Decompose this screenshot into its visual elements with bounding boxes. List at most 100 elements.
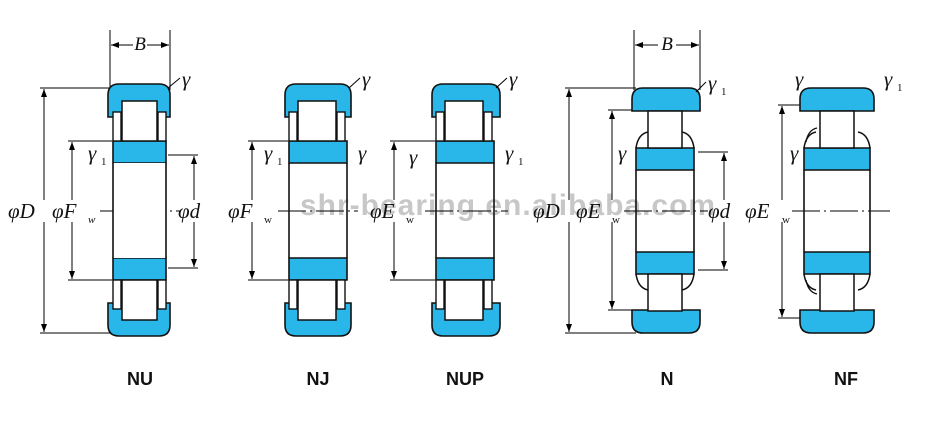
nup-inner-ring-top — [435, 140, 495, 164]
n-dimension-phiD: φD — [533, 87, 636, 334]
nup-flange-bottom-right — [483, 279, 493, 310]
n-fillet-bottom-left — [635, 273, 649, 291]
nf-label-phiEw-sub: w — [782, 214, 790, 226]
nf-outer-ring-bottom — [799, 309, 875, 334]
nf-label-phiEw: φE — [745, 199, 770, 223]
nu-roller-bottom — [121, 279, 158, 321]
n-outer-ring-bottom — [631, 309, 701, 334]
n-label-B: B — [661, 34, 673, 55]
n-label-r1-sub: 1 — [721, 86, 727, 98]
nf-label-r1-sub: 1 — [897, 82, 903, 94]
n-leader-r1 — [695, 81, 707, 93]
nup-label-r-left: γ — [409, 145, 418, 169]
nu-flange-bottom-right — [157, 279, 167, 310]
nf-label-r-mid: γ — [790, 141, 799, 165]
n-fillet-bottom-right — [681, 273, 695, 291]
nf-inner-ring-top — [803, 147, 871, 171]
nj-flange-bottom-left — [288, 279, 298, 310]
nu-label-B: B — [134, 34, 146, 55]
nj-flange-bottom-right — [336, 279, 346, 310]
nf-fillet-top-left — [803, 131, 817, 149]
n-label-r1: γ — [708, 71, 717, 95]
nu-leader-r — [167, 77, 181, 89]
nf-label-r1: γ — [884, 67, 893, 91]
n-inner-ring-bottom — [635, 251, 695, 275]
bearing-name-n: N — [661, 369, 674, 389]
bearing-n: B φD φE w φd — [533, 30, 731, 389]
nf-fillet-top-right — [857, 131, 871, 149]
n-dimension-phid: φd — [698, 151, 731, 271]
bearing-nup: φE w γ γ 1 γ NUP — [370, 67, 524, 389]
nup-flange-top-left — [435, 111, 445, 142]
nu-inner-ring-bottom — [112, 257, 167, 281]
bearing-name-nf: NF — [834, 369, 858, 389]
nj-label-phiFw-sub: w — [264, 214, 272, 226]
nu-label-phiD: φD — [8, 199, 35, 223]
n-label-r: γ — [618, 141, 627, 165]
nj-leader-r — [348, 77, 361, 89]
n-roller-bottom — [647, 273, 683, 312]
nu-label-phiFw-sub: w — [88, 214, 96, 226]
n-label-phiEw: φE — [576, 199, 601, 223]
nu-inner-ring-body — [113, 163, 166, 258]
watermark-text: shr-bearing.en.alibaba.com — [300, 189, 716, 222]
nj-inner-ring-top — [288, 140, 348, 164]
nu-label-r: γ — [182, 67, 191, 91]
nf-roller-top — [819, 110, 855, 149]
nj-roller-top — [297, 100, 337, 142]
nup-label-phiEw: φE — [370, 199, 395, 223]
nup-label-phiEw-sub: w — [406, 214, 414, 226]
n-outer-ring-top — [631, 87, 701, 112]
nu-flange-top-left — [112, 111, 122, 142]
nu-dimension-phiFw: φF w — [52, 140, 112, 281]
nj-roller-bottom — [297, 279, 337, 321]
nu-label-phid: φd — [178, 199, 201, 223]
nup-label-r1-sub: 1 — [518, 156, 524, 168]
n-label-phiEw-sub: w — [612, 214, 620, 226]
nj-label-r1-sub: 1 — [277, 156, 283, 168]
nu-flange-top-right — [157, 111, 167, 142]
nj-flange-top-right — [336, 111, 346, 142]
nup-roller-bottom — [444, 279, 484, 321]
nf-fillet-bottom-left — [803, 273, 817, 291]
nu-dimension-B: B — [109, 30, 171, 90]
nf-dimension-phiEw: φE w — [745, 104, 804, 319]
nf-fillet-bottom-right — [857, 273, 871, 291]
nj-inner-ring-bottom — [288, 257, 348, 281]
nup-flange-bottom-left — [435, 279, 445, 310]
nj-label-phiFw: φF — [228, 199, 253, 223]
bearing-name-nj: NJ — [306, 369, 329, 389]
nup-label-r1: γ — [505, 141, 514, 165]
bearing-nf: φE w γ γ 1 γ NF — [745, 67, 903, 389]
nf-outer-ring-top — [799, 87, 875, 112]
nu-inner-ring-top — [112, 140, 167, 164]
nu-label-phiFw: φF — [52, 199, 77, 223]
bearing-name-nup: NUP — [446, 369, 484, 389]
n-roller-top — [647, 110, 683, 149]
n-dimension-B: B — [633, 30, 701, 90]
nj-label-r1: γ — [264, 141, 273, 165]
n-fillet-top-left — [635, 131, 649, 149]
bearing-nj: φF w γ γ γ 1 NJ — [228, 67, 371, 389]
nup-inner-ring-bottom — [435, 257, 495, 281]
nup-flange-top-right — [483, 111, 493, 142]
nf-roller-bottom — [819, 273, 855, 312]
n-label-phiD: φD — [533, 199, 560, 223]
n-label-phid: φd — [708, 199, 731, 223]
bearing-name-nu: NU — [127, 369, 153, 389]
nu-flange-bottom-left — [112, 279, 122, 310]
nj-dimension-phiFw: φF w — [228, 140, 288, 281]
nup-leader-r — [495, 77, 508, 89]
n-inner-ring-top — [635, 147, 695, 171]
n-dimension-phiEw: φE w — [576, 109, 636, 311]
nu-dimension-phid: φd — [168, 154, 201, 269]
n-fillet-top-right — [681, 131, 695, 149]
nf-fillet-bottom-left-2 — [805, 279, 818, 295]
nf-label-r-left: γ — [795, 67, 804, 91]
bearing-nu: B φD φF w φd — [8, 30, 201, 389]
nj-label-r: γ — [362, 67, 371, 91]
nf-inner-ring-bottom — [803, 251, 871, 275]
nu-label-r1: γ — [88, 141, 97, 165]
